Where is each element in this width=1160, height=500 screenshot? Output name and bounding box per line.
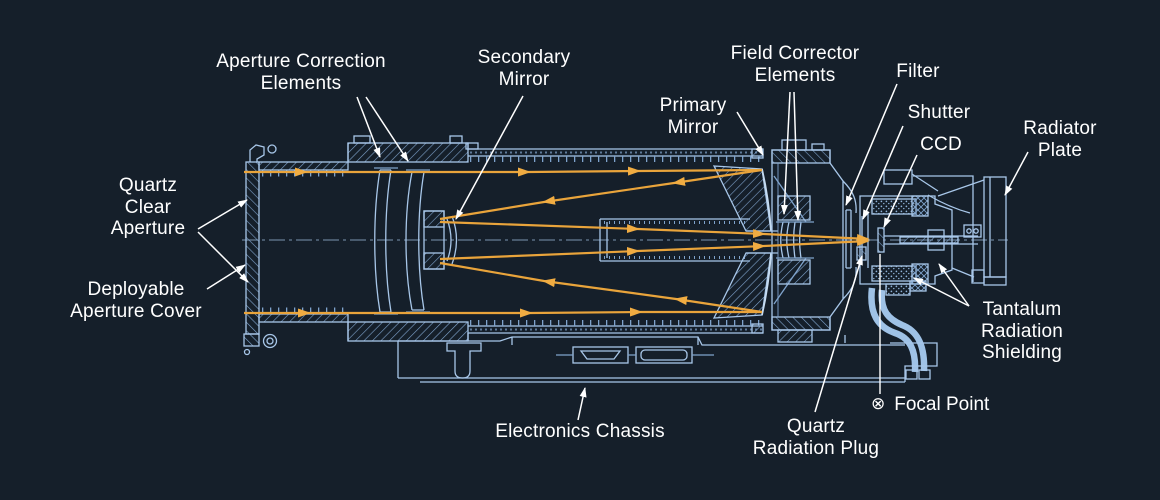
radiator-plate-structure	[971, 176, 1007, 286]
leader-field-corrector-2	[793, 91, 802, 221]
ccd-element	[877, 227, 885, 253]
instrument-structure	[242, 135, 1008, 383]
field-corrector-assembly	[776, 195, 814, 285]
leader-quartz-radiation-plug	[814, 255, 863, 413]
leader-filter	[845, 83, 898, 206]
leader-lines	[197, 83, 1029, 421]
leader-aperture-correction-2	[365, 96, 409, 162]
corrector-housing	[347, 135, 469, 342]
label-deployable-aperture-cover: Deployable Aperture Cover	[70, 279, 202, 322]
ray-bottom-primary-to-secondary	[439, 261, 763, 314]
label-shutter: Shutter	[907, 102, 971, 123]
secondary-mirror-assembly	[423, 210, 458, 270]
label-tantalum-radiation-shielding: Tantalum Radiation Shielding	[980, 299, 1064, 363]
leader-electronics-chassis	[577, 387, 587, 421]
label-quartz-clear-aperture: Quartz Clear Aperture	[110, 175, 186, 239]
leader-secondary-mirror	[455, 95, 524, 220]
label-filter: Filter	[896, 61, 940, 82]
front-tube	[258, 161, 349, 323]
ray-top-to-focus	[439, 220, 870, 243]
aperture-correction-lenses	[374, 167, 430, 315]
light-ray-paths	[244, 166, 870, 318]
leader-aperture-correction-1	[356, 96, 381, 158]
leader-primary-mirror	[736, 111, 764, 156]
cable-bundle	[868, 287, 931, 380]
label-ccd: CCD	[920, 134, 962, 155]
label-electronics-chassis: Electronics Chassis	[495, 421, 665, 442]
ray-bottom-to-focus	[439, 237, 870, 261]
leader-quartz-aperture-1	[197, 199, 248, 230]
label-focal-point: ⊗ Focal Point	[871, 394, 989, 415]
leader-tantalum-2	[938, 263, 970, 307]
label-primary-mirror: Primary Mirror	[659, 95, 727, 138]
main-tube	[465, 142, 764, 334]
leader-quartz-aperture-2	[197, 231, 249, 283]
label-field-corrector-elements: Field Corrector Elements	[730, 43, 860, 86]
leader-ccd	[883, 154, 918, 228]
baffle-tube	[599, 218, 750, 262]
electronics-chassis-structure	[397, 335, 938, 383]
focal-point-icon: ⊗	[871, 394, 886, 414]
label-quartz-radiation-plug: Quartz Radiation Plug	[752, 416, 880, 459]
leader-tantalum-1	[913, 277, 970, 307]
label-secondary-mirror: Secondary Mirror	[477, 47, 571, 90]
connector-dsub	[572, 346, 629, 364]
focal-point-text: Focal Point	[894, 394, 990, 415]
leader-shutter	[862, 125, 904, 220]
ray-top-incoming	[244, 166, 763, 177]
leader-field-corrector-1	[780, 91, 791, 215]
front-cover	[243, 144, 278, 356]
ray-top-primary-to-secondary	[439, 168, 763, 221]
label-radiator-plate: Radiator Plate	[1023, 118, 1097, 161]
ray-bottom-incoming	[244, 307, 762, 318]
leader-radiator-plate	[1004, 151, 1029, 196]
label-aperture-correction-elements: Aperture Correction Elements	[216, 51, 386, 94]
leader-deployable-cover	[206, 264, 246, 290]
